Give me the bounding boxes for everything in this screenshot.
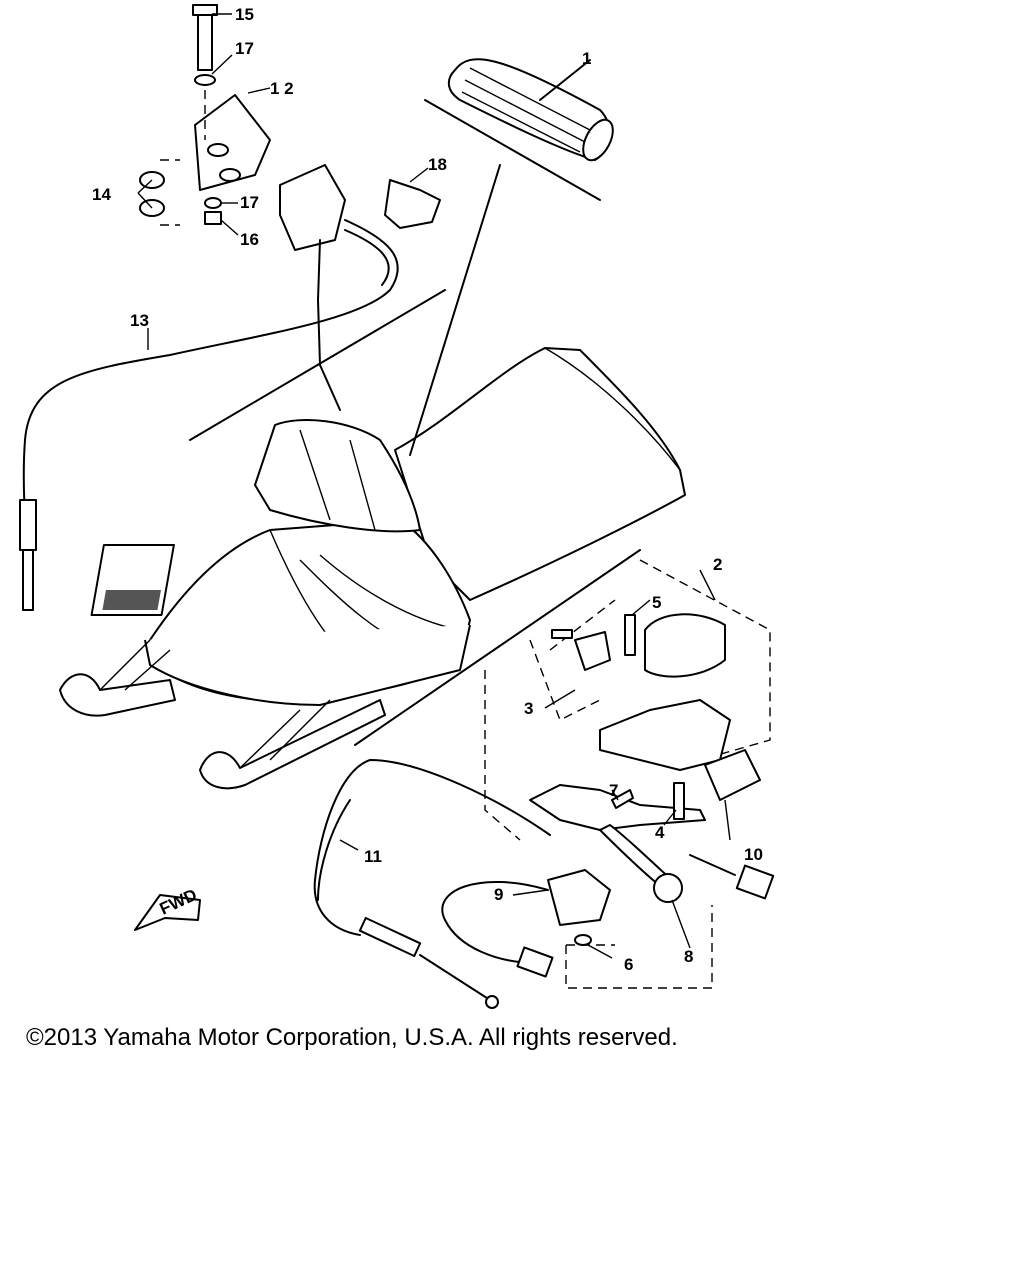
- callout-17-top: 17: [235, 39, 254, 58]
- callout-17-lower: 17: [240, 193, 259, 212]
- callout-9: 9: [494, 885, 503, 904]
- part-grip: [409, 58, 614, 456]
- callout-2: 2: [713, 555, 722, 574]
- part-cable-upper: [19, 219, 399, 611]
- callout-labels: 1 2 3 4 5 6 7 8 9 10 11 1 2 13 14 15 16 …: [92, 5, 763, 974]
- callout-15: 15: [235, 5, 254, 24]
- part-lever-assembly: [313, 559, 775, 1009]
- callout-12: 1 2: [270, 79, 294, 98]
- part-clip: [384, 179, 441, 229]
- section-bracket-top-right: [424, 99, 601, 201]
- callout-18: 18: [428, 155, 447, 174]
- snowmobile-body: [59, 347, 686, 790]
- callout-11: 11: [364, 847, 382, 866]
- callout-14: 14: [92, 185, 111, 204]
- fwd-arrow: FWD: [134, 885, 201, 931]
- section-bracket-bottom: [354, 549, 641, 746]
- callout-8: 8: [684, 947, 693, 966]
- callout-5: 5: [652, 593, 661, 612]
- callout-4: 4: [655, 823, 665, 842]
- section-bracket-top: [189, 289, 446, 441]
- callout-leaders: [137, 13, 731, 959]
- callout-1: 1: [582, 49, 591, 68]
- parts-diagram: FWD 1 2 3 4 5 6 7 8 9 10 11 1 2 13: [19, 4, 775, 1009]
- callout-3: 3: [524, 699, 533, 718]
- copyright-notice: ©2013 Yamaha Motor Corporation, U.S.A. A…: [26, 1024, 678, 1051]
- callout-13: 13: [130, 311, 149, 330]
- callout-10: 10: [744, 845, 763, 864]
- callout-6: 6: [624, 955, 633, 974]
- callout-7: 7: [609, 781, 618, 800]
- part-bracket-assembly: [139, 4, 346, 411]
- callout-16: 16: [240, 230, 259, 249]
